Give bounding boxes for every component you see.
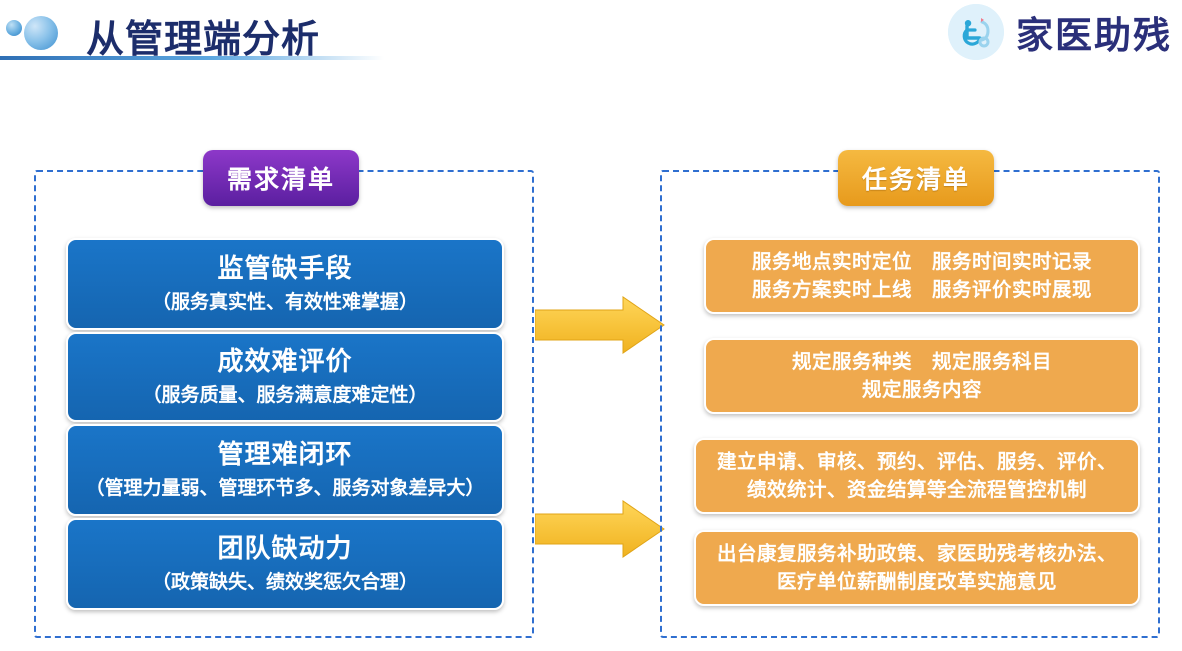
requirement-card: 管理难闭环 （管理力量弱、管理环节多、服务对象差异大） [66,424,504,516]
card-line: 绩效统计、资金结算等全流程管控机制 [746,479,1087,501]
card-title: 团队缺动力 [217,532,353,563]
page-header: 从管理端分析 家医助残 [0,0,1182,68]
right-arrow-icon [534,500,665,563]
card-title: 管理难闭环 [217,438,353,469]
requirements-panel-badge: 需求清单 [203,150,359,206]
card-subtitle: （服务质量、服务满意度难定性） [142,385,428,407]
task-card: 建立申请、审核、预约、评估、服务、评价、 绩效统计、资金结算等全流程管控机制 [694,438,1140,514]
card-line: 医疗单位薪酬制度改革实施意见 [776,571,1057,593]
card-subtitle: （服务真实性、有效性难掌握） [151,292,418,314]
card-line: 规定服务种类 规定服务科目 [791,350,1052,373]
task-card: 服务地点实时定位 服务时间实时记录 服务方案实时上线 服务评价实时展现 [704,238,1140,314]
card-subtitle: （管理力量弱、管理环节多、服务对象差异大） [85,478,485,500]
card-title: 成效难评价 [217,345,353,376]
requirement-card: 团队缺动力 （政策缺失、绩效奖惩欠合理） [66,518,504,610]
wheelchair-stethoscope-icon [948,4,1004,60]
title-underline [0,56,384,60]
dual-circle-bullet-icon [6,14,68,52]
card-subtitle: （政策缺失、绩效奖惩欠合理） [151,572,418,594]
task-card: 出台康复服务补助政策、家医助残考核办法、 医疗单位薪酬制度改革实施意见 [694,530,1140,606]
task-card: 规定服务种类 规定服务科目 规定服务内容 [704,338,1140,414]
requirement-card: 监管缺手段 （服务真实性、有效性难掌握） [66,238,504,330]
card-line: 出台康复服务补助政策、家医助残考核办法、 [716,542,1117,565]
tasks-panel-badge: 任务清单 [838,150,994,206]
page-title: 从管理端分析 [86,19,321,61]
card-line: 建立申请、审核、预约、评估、服务、评价、 [716,450,1117,473]
card-line: 规定服务内容 [861,379,982,401]
brand-name: 家医助残 [1016,15,1172,56]
brand: 家医助残 [948,4,1172,60]
requirement-card: 成效难评价 （服务质量、服务满意度难定性） [66,332,504,422]
card-line: 服务地点实时定位 服务时间实时记录 [751,250,1092,273]
card-line: 服务方案实时上线 服务评价实时展现 [751,279,1092,301]
right-arrow-icon [534,296,665,359]
card-title: 监管缺手段 [217,252,353,283]
